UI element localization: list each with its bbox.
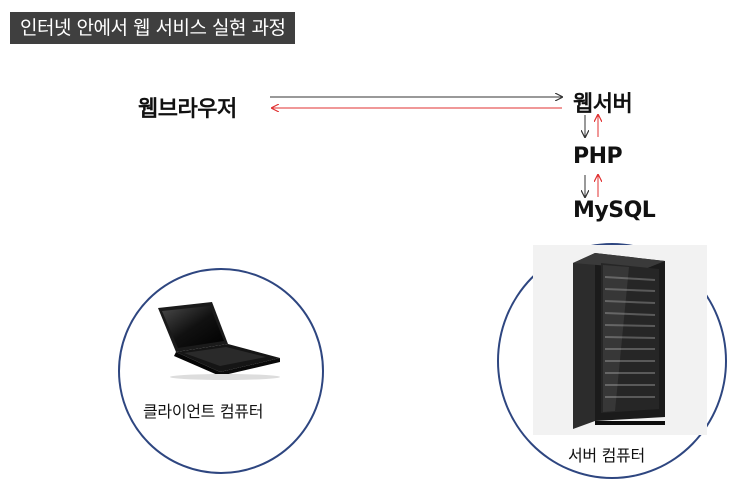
php-label: PHP: [573, 144, 622, 169]
server-computer-label: 서버 컴퓨터: [568, 442, 645, 466]
web-server-label: 웹서버: [573, 86, 632, 118]
laptop-icon: [150, 300, 285, 380]
server-rack-icon: [533, 245, 707, 435]
mysql-label: MySQL: [573, 198, 655, 223]
client-computer-label: 클라이언트 컴퓨터: [143, 398, 263, 422]
web-browser-label: 웹브라우저: [138, 91, 237, 123]
